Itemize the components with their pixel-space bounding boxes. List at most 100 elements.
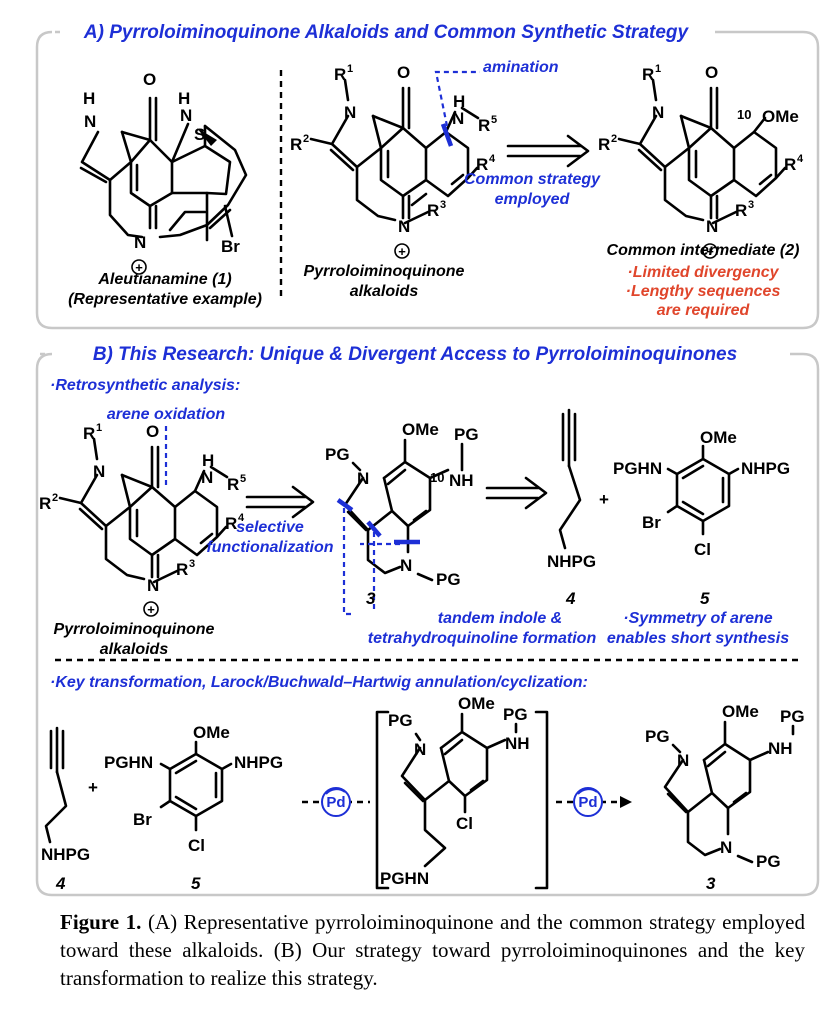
compound-4-structure — [558, 408, 582, 550]
intermediate-label: Common intermediate (2) — [607, 242, 800, 259]
atom-n: N — [93, 462, 105, 481]
atom-pg: PG — [436, 570, 461, 589]
atom-r3: R — [427, 201, 439, 220]
caption-text: (A) Representative pyrroloiminoquinone a… — [60, 910, 805, 990]
atom-r2: R — [39, 494, 51, 513]
atom-r1: R — [642, 65, 654, 84]
retro-arrow-a — [506, 134, 590, 168]
panel-b: B) This Research: Unique & Divergent Acc… — [35, 344, 820, 897]
figure-caption: Figure 1. (A) Representative pyrroloimin… — [60, 908, 805, 992]
alkaloids-label-a1: Pyrroloiminoquinone — [304, 263, 465, 280]
aleutianamine-label: Aleutianamine (1) — [97, 271, 231, 288]
sup-4: 4 — [238, 512, 245, 524]
atom-pg: PG — [756, 852, 781, 871]
note-required: are required — [657, 302, 751, 319]
sup-3: 3 — [748, 199, 754, 211]
figure-canvas: A) Pyrroloiminoquinone Alkaloids and Com… — [35, 22, 820, 897]
sup-2: 2 — [52, 492, 58, 504]
atom-r5: R — [478, 116, 490, 135]
atom-ome: OMe — [762, 107, 799, 126]
atom-r1: R — [83, 424, 95, 443]
compound-5-fwd-label: 5 — [191, 874, 201, 893]
atom-br: Br — [642, 513, 661, 532]
alkaloids-label-a2: alkaloids — [350, 283, 419, 300]
compound-3-fwd-label: 3 — [706, 874, 716, 893]
selective-label: selective — [236, 519, 304, 536]
atom-pg: PG — [780, 707, 805, 726]
aleutianamine-structure — [79, 96, 248, 242]
tandem-label-1: tandem indole & — [438, 610, 562, 627]
panel-a-title: A) Pyrroloiminoquinone Alkaloids and Com… — [83, 22, 690, 43]
sup-4: 4 — [489, 153, 496, 165]
intermediate-structure — [617, 78, 787, 225]
compound-4-forward — [44, 726, 68, 844]
atom-r4: R — [225, 514, 237, 533]
atom-n: N — [344, 103, 356, 122]
atom-pg: PG — [454, 425, 479, 444]
sup-5: 5 — [240, 473, 246, 485]
atom-pg: PG — [388, 711, 413, 730]
atom-nhpg: NHPG — [547, 552, 596, 571]
nh-h: H — [83, 89, 95, 108]
symmetry-label-2: enables short synthesis — [607, 630, 789, 647]
atom-r1: R — [334, 65, 346, 84]
atom-n: N — [147, 576, 159, 595]
pyrroloiminoquinone-structure — [309, 78, 480, 225]
atom-pghn: PGHN — [380, 869, 429, 888]
sulfur: S — [194, 125, 205, 144]
position-10: 10 — [430, 470, 444, 485]
atom-r4: R — [476, 155, 488, 174]
catalyst-badge-1 — [321, 787, 351, 817]
position-10: 10 — [737, 107, 751, 122]
carbonyl-o: O — [143, 70, 156, 89]
arene-oxidation-label: arene oxidation — [107, 406, 225, 423]
atom-pghn: PGHN — [104, 753, 153, 772]
atom-n: N — [357, 469, 369, 488]
catalyst-label-1: Pd — [326, 794, 345, 811]
svg-text:+: + — [398, 244, 406, 259]
atom-nh: NH — [768, 739, 793, 758]
compound-4-fwd-label: 4 — [55, 874, 66, 893]
atom-cl: Cl — [456, 814, 473, 833]
symmetry-label-1: ·Symmetry of arene — [623, 610, 772, 627]
atom-n: N — [201, 468, 213, 487]
atom-n: N — [706, 217, 718, 236]
atom-ome: OMe — [193, 723, 230, 742]
pyrrole-n: N — [84, 112, 96, 131]
atom-nhpg: NHPG — [234, 753, 283, 772]
caption-label: Figure 1. — [60, 910, 142, 934]
sup-3: 3 — [440, 199, 446, 211]
alkaloids-label-b2: alkaloids — [100, 641, 169, 658]
compound-3-label: 3 — [366, 589, 376, 608]
indole-intermediate-structure — [400, 712, 507, 868]
sup-1: 1 — [347, 63, 353, 75]
atom-cl: Cl — [694, 540, 711, 559]
atom-h: H — [453, 92, 465, 111]
compound-5-structure — [666, 444, 740, 536]
amination-label: amination — [483, 59, 559, 76]
catalyst-label-2: Pd — [578, 794, 597, 811]
atom-nhpg: NHPG — [741, 459, 790, 478]
sup-4: 4 — [797, 153, 804, 165]
svg-text:+: + — [135, 260, 143, 275]
functionalization-label: functionalization — [206, 539, 333, 556]
sup-2: 2 — [611, 133, 617, 145]
note-lengthy: ·Lengthy sequences — [626, 283, 781, 300]
key-transformation-heading: ·Key transformation, Larock/Buchwald–Har… — [50, 674, 588, 691]
compound-4-label: 4 — [565, 589, 576, 608]
atom-o: O — [146, 422, 159, 441]
atom-ome: OMe — [402, 420, 439, 439]
compound-3-forward — [663, 720, 770, 864]
iminium-n: N — [134, 233, 146, 252]
atom-pg: PG — [325, 445, 350, 464]
atom-ome: OMe — [722, 702, 759, 721]
atom-r2: R — [598, 135, 610, 154]
sup-1: 1 — [655, 63, 661, 75]
atom-pg: PG — [645, 727, 670, 746]
atom-r5: R — [227, 475, 239, 494]
atom-nh: NH — [449, 471, 474, 490]
bromine: Br — [221, 237, 240, 256]
alkaloids-label-b1: Pyrroloiminoquinone — [54, 621, 215, 638]
aleutianamine-note: (Representative example) — [68, 291, 262, 308]
sup-2: 2 — [303, 133, 309, 145]
